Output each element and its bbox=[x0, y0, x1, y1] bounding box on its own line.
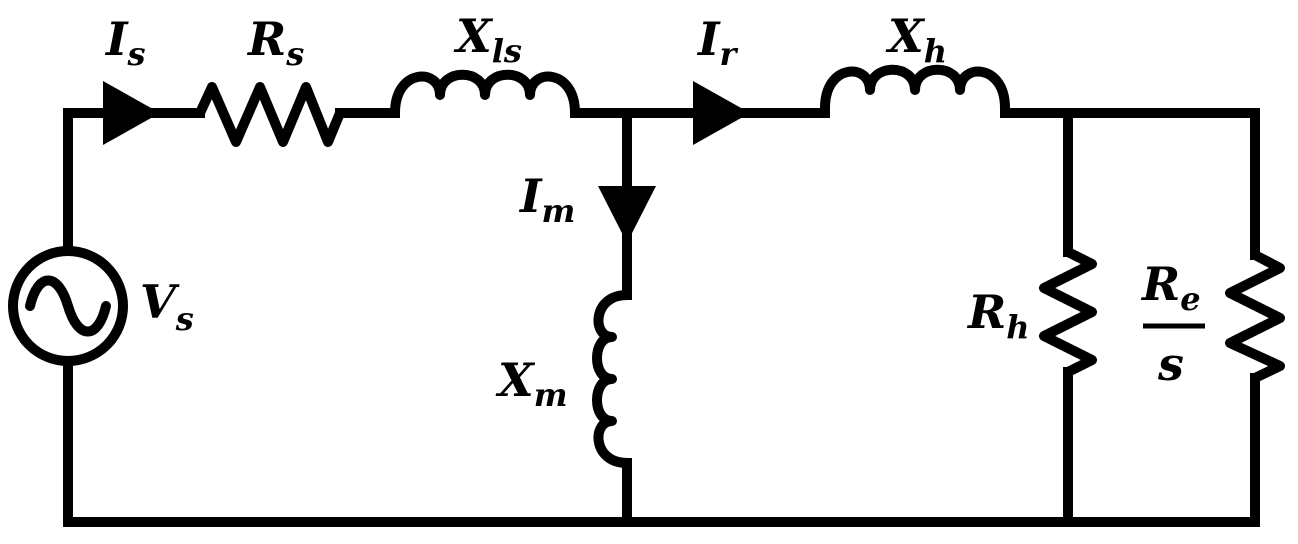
resistor-re-s-icon bbox=[1225, 250, 1285, 383]
inductor-xls-icon bbox=[390, 69, 580, 118]
current-arrow-im-icon bbox=[598, 186, 656, 243]
label-xh: Xh bbox=[885, 9, 947, 70]
label-im: Im bbox=[518, 169, 575, 230]
ac-source-icon bbox=[8, 246, 128, 366]
label-rs: Rs bbox=[246, 12, 304, 73]
resistor-rs-icon bbox=[195, 82, 345, 147]
current-arrow-is-icon bbox=[103, 81, 160, 145]
wire-left-top bbox=[63, 108, 205, 255]
inductor-xm-icon bbox=[592, 290, 632, 468]
label-re-denominator: s bbox=[1157, 337, 1184, 391]
label-vs: Vs bbox=[140, 275, 194, 338]
current-arrow-ir-icon bbox=[693, 81, 750, 145]
label-re-over-s: Re s bbox=[1140, 257, 1205, 391]
label-is: Is bbox=[104, 12, 146, 73]
label-re-numerator: Re bbox=[1140, 257, 1201, 318]
wire-left-bottom bbox=[63, 357, 1260, 527]
label-xm: Xm bbox=[495, 353, 568, 414]
resistor-rh-icon bbox=[1039, 247, 1097, 377]
inductor-xh-icon bbox=[820, 64, 1010, 113]
label-rh: Rh bbox=[966, 285, 1030, 346]
label-ir: Ir bbox=[696, 12, 739, 73]
label-xls: Xls bbox=[453, 9, 522, 70]
